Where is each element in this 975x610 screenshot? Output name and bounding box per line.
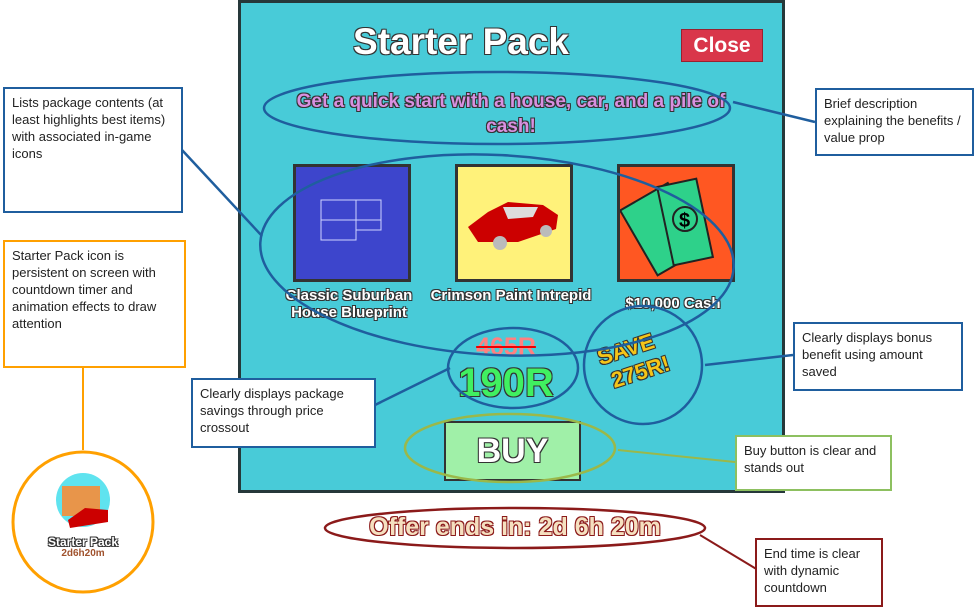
offer-countdown: Offer ends in: 2d 6h 20m bbox=[369, 513, 661, 541]
annotation-description: Brief description explaining the benefit… bbox=[815, 88, 974, 156]
item-label: $10,000 Cash bbox=[625, 295, 721, 312]
annotation-icon: Starter Pack icon is persistent on scree… bbox=[3, 240, 186, 368]
annotation-saved: Clearly displays bonus benefit using amo… bbox=[793, 322, 963, 391]
buy-button[interactable]: BUY bbox=[444, 421, 581, 481]
red-car-icon bbox=[455, 164, 573, 282]
sale-price: 190R bbox=[458, 361, 554, 405]
hud-icon-timer: 2d6h20m bbox=[61, 548, 105, 559]
item-label: Crimson Paint Intrepid bbox=[430, 287, 592, 304]
hud-icon-label[interactable]: Starter Pack bbox=[47, 535, 119, 549]
svg-text:$: $ bbox=[679, 210, 690, 232]
popup-title: Starter Pack bbox=[353, 21, 569, 62]
cash-icon: $ bbox=[617, 164, 735, 282]
item-label: Classic Suburban House Blueprint bbox=[285, 287, 413, 321]
annotation-contents: Lists package contents (at least highlig… bbox=[3, 87, 183, 213]
annotation-crossout: Clearly displays package savings through… bbox=[191, 378, 376, 448]
annotation-endtime: End time is clear with dynamic countdown bbox=[755, 538, 883, 607]
close-button[interactable]: Close bbox=[681, 29, 763, 62]
popup-subtitle: Get a quick start with a house, car, and… bbox=[296, 91, 726, 137]
annotation-buy: Buy button is clear and stands out bbox=[735, 435, 892, 491]
